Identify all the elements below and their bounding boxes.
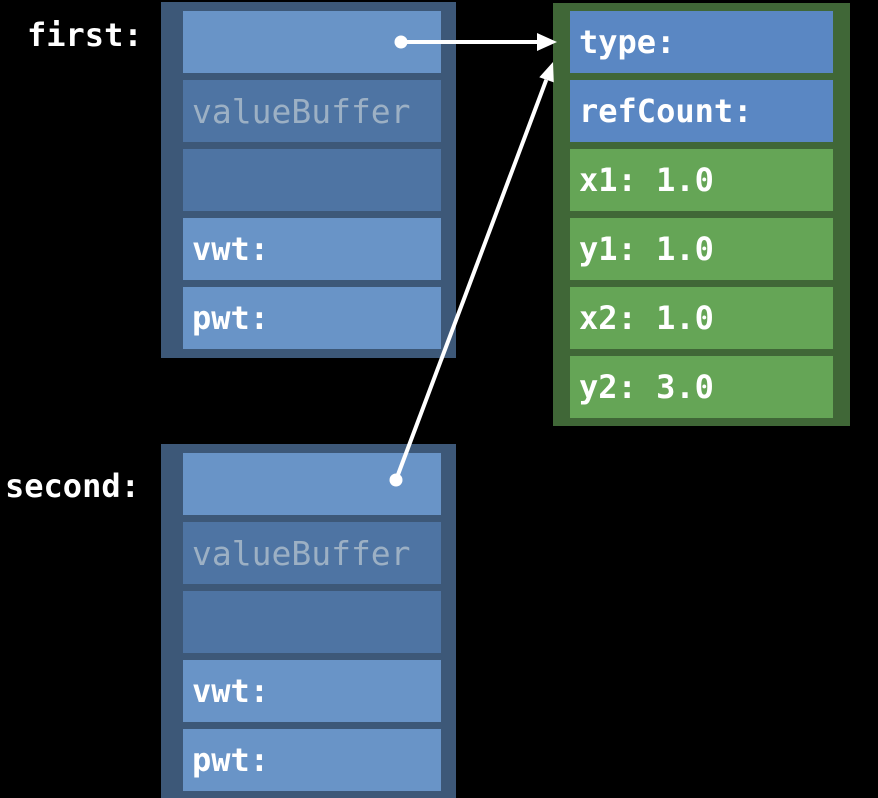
- second-vwt-cell: vwt:: [183, 660, 441, 722]
- heap-refcount-text: refCount:: [579, 92, 753, 130]
- first-pwt-text: pwt:: [192, 299, 270, 337]
- first-vwt-text: vwt:: [192, 230, 270, 268]
- second-buffer-word-1-cell: [183, 453, 441, 515]
- first-vwt-cell: vwt:: [183, 218, 441, 280]
- first-buffer-word-1-cell: [183, 11, 441, 73]
- heap-object-box: type: refCount: x1: 1.0 y1: 1.0 x2: 1.0 …: [553, 3, 850, 426]
- heap-x2-text: x2: 1.0: [579, 299, 714, 337]
- heap-x1-text: x1: 1.0: [579, 161, 714, 199]
- second-variable-label: second:: [5, 467, 140, 505]
- second-pwt-cell: pwt:: [183, 729, 441, 791]
- second-struct-box: valueBuffer vwt: pwt:: [161, 444, 456, 798]
- first-pwt-cell: pwt:: [183, 287, 441, 349]
- second-vwt-text: vwt:: [192, 672, 270, 710]
- second-buffer-word-3-cell: [183, 591, 441, 653]
- second-value-buffer-cell: valueBuffer: [183, 522, 441, 584]
- heap-x2-cell: x2: 1.0: [570, 287, 833, 349]
- first-value-buffer-text: valueBuffer: [192, 91, 411, 131]
- heap-y2-cell: y2: 3.0: [570, 356, 833, 418]
- heap-y1-cell: y1: 1.0: [570, 218, 833, 280]
- second-pwt-text: pwt:: [192, 741, 270, 779]
- heap-y1-text: y1: 1.0: [579, 230, 714, 268]
- heap-refcount-cell: refCount:: [570, 80, 833, 142]
- first-value-buffer-cell: valueBuffer: [183, 80, 441, 142]
- heap-x1-cell: x1: 1.0: [570, 149, 833, 211]
- first-buffer-word-3-cell: [183, 149, 441, 211]
- heap-y2-text: y2: 3.0: [579, 368, 714, 406]
- heap-type-text: type:: [579, 23, 676, 61]
- second-value-buffer-text: valueBuffer: [192, 533, 411, 573]
- heap-type-cell: type:: [570, 11, 833, 73]
- first-struct-box: valueBuffer vwt: pwt:: [161, 2, 456, 358]
- first-variable-label: first:: [27, 16, 143, 54]
